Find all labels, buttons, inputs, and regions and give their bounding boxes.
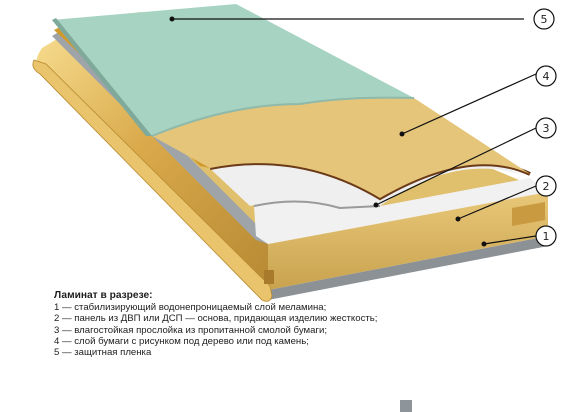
callout-5: 5 (533, 8, 555, 30)
callout-4-dot (399, 131, 405, 137)
protective-film-layer (52, 4, 414, 136)
legend-item-3: 3 — влагостойкая прослойка из пропитанно… (54, 324, 327, 336)
callout-1-line (483, 235, 537, 245)
callout-3-dot (373, 202, 379, 208)
legend: Ламинат в разрезе: 1 — стабилизирующий в… (54, 290, 434, 358)
svg-text:4: 4 (543, 70, 550, 83)
protective-film-side (52, 18, 152, 136)
callout-4: 4 (535, 65, 557, 87)
svg-text:1: 1 (543, 230, 550, 243)
callout-3-line (375, 127, 537, 206)
legend-title: Ламинат в разрезе: (54, 290, 153, 301)
legend-item-1: 1 — стабилизирующий водонепроницаемый сл… (54, 302, 327, 314)
callout-1: 1 (535, 225, 557, 247)
callout-3: 3 (535, 117, 557, 139)
callout-2-dot (455, 216, 461, 222)
callout-5-dot (169, 16, 175, 22)
film-edge (151, 96, 415, 137)
groove-notch (264, 270, 274, 284)
groove-left-edge (32, 59, 273, 302)
decor-reveal (152, 97, 530, 198)
svg-text:2: 2 (543, 180, 550, 193)
callout-1-dot (481, 241, 487, 247)
melamine-bottom-layer (268, 236, 548, 300)
tongue-right (512, 202, 545, 226)
callout-2-line (457, 185, 537, 220)
callout-4-line (401, 73, 537, 135)
svg-text:3: 3 (543, 122, 550, 135)
corner-square-decoration (400, 400, 412, 412)
legend-item-5: 5 — защитная пленка (54, 347, 152, 359)
svg-text:5: 5 (541, 13, 548, 26)
legend-item-4: 4 — слой бумаги с рисунком под дерево ил… (54, 335, 309, 347)
impregnated-edge (253, 200, 381, 210)
impregnated-reveal (254, 178, 548, 244)
core-panel-front-face (268, 192, 548, 290)
callout-2: 2 (535, 175, 557, 197)
legend-item-2: 2 — панель из ДВП или ДСП — основа, прид… (54, 313, 378, 325)
